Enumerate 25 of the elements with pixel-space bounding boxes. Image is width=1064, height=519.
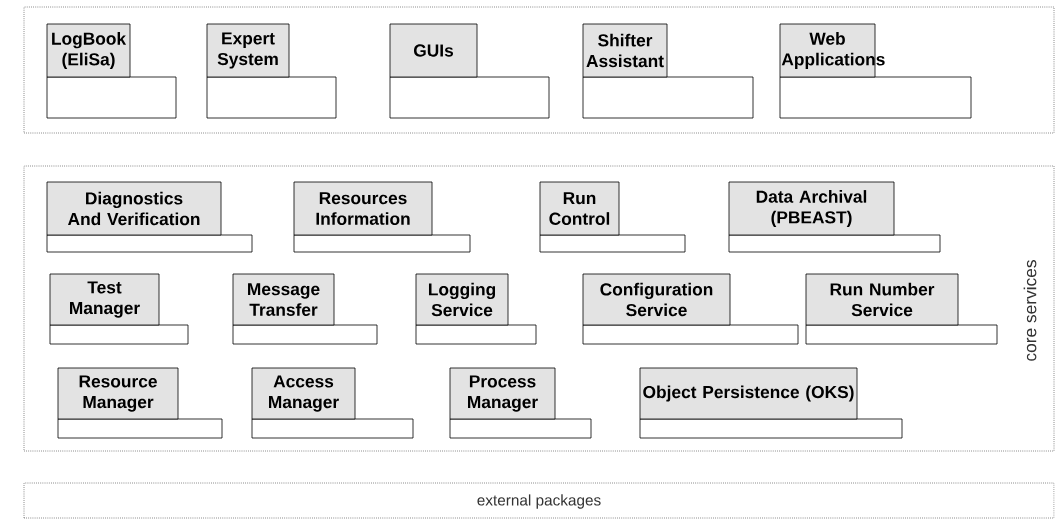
package: Run Number Service xyxy=(805,273,998,345)
package: Message Transfer xyxy=(232,273,378,345)
package: Access Manager xyxy=(251,367,414,439)
package-group: external packages xyxy=(23,482,1055,519)
package: Resource Manager xyxy=(57,367,223,439)
package: Expert System xyxy=(206,23,337,119)
package: Resources Information xyxy=(293,181,471,253)
node-label: Expert System xyxy=(217,32,278,69)
package: Data Archival (PBEAST) xyxy=(728,181,941,253)
package: Shifter Assistant xyxy=(582,23,754,119)
package-group xyxy=(23,6,1055,134)
package: Diagnostics And Verification xyxy=(46,181,253,253)
package: Object Persistence (OKS) xyxy=(639,367,903,439)
node-label: LogBook (EliSa) xyxy=(52,32,127,69)
package: GUIs xyxy=(389,23,550,119)
node-label: GUIs xyxy=(413,44,454,57)
package: Run Control xyxy=(539,181,686,253)
package: Configuration Service xyxy=(582,273,799,345)
package: Logging Service xyxy=(415,273,537,345)
node-label: Shifter Assistant xyxy=(586,33,664,68)
package: LogBook (EliSa) xyxy=(46,23,177,119)
package: Web Applications xyxy=(779,23,972,119)
node-label: Web Applications xyxy=(781,32,885,69)
package: Test Manager xyxy=(49,273,189,345)
package: Process Manager xyxy=(449,367,592,439)
